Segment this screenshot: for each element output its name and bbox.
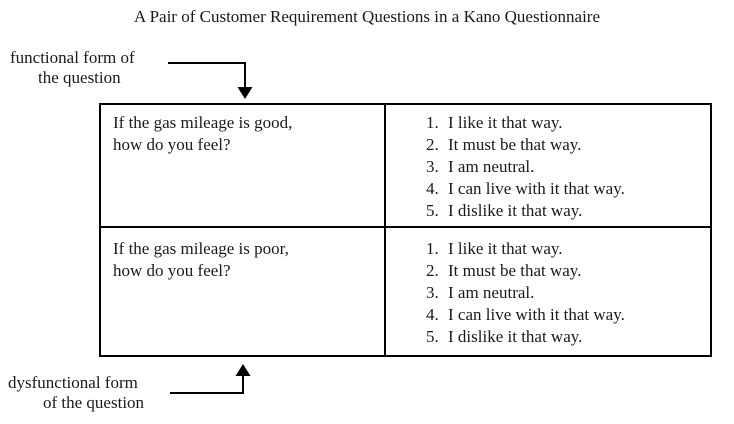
functional-options-cell: 1. I like it that way. 2. It must be tha… [386, 105, 710, 228]
option-item: 3. I am neutral. [426, 156, 710, 178]
functional-form-label-line2: the question [38, 68, 121, 87]
option-number: 5. [426, 201, 439, 220]
question-line: how do you feel? [113, 261, 231, 280]
figure-title: A Pair of Customer Requirement Questions… [134, 7, 600, 26]
option-text: I like it that way. [448, 113, 563, 132]
option-item: 2. It must be that way. [426, 260, 710, 282]
option-text: I dislike it that way. [448, 327, 583, 346]
functional-form-label-line1: functional form of [10, 48, 135, 67]
option-item: 5. I dislike it that way. [426, 200, 710, 222]
option-number: 2. [426, 135, 439, 154]
option-number: 3. [426, 283, 439, 302]
option-number: 5. [426, 327, 439, 346]
option-number: 1. [426, 113, 439, 132]
option-text: It must be that way. [448, 135, 582, 154]
option-number: 2. [426, 261, 439, 280]
option-number: 1. [426, 239, 439, 258]
functional-question-cell: If the gas mileage is good, how do you f… [101, 105, 386, 228]
dysfunctional-options-cell: 1. I like it that way. 2. It must be tha… [386, 228, 710, 355]
question-line: If the gas mileage is poor, [113, 239, 289, 258]
option-number: 3. [426, 157, 439, 176]
option-text: It must be that way. [448, 261, 582, 280]
option-text: I like it that way. [448, 239, 563, 258]
functional-form-label: functional form of the question [10, 48, 135, 88]
option-text: I am neutral. [448, 157, 535, 176]
option-item: 3. I am neutral. [426, 282, 710, 304]
question-line: how do you feel? [113, 135, 231, 154]
dysfunctional-form-label: dysfunctional form of the question [8, 373, 144, 413]
dysfunctional-form-label-line2: of the question [43, 393, 145, 412]
option-item: 1. I like it that way. [426, 238, 710, 260]
questionnaire-table: If the gas mileage is good, how do you f… [99, 103, 712, 357]
option-item: 2. It must be that way. [426, 134, 710, 156]
option-number: 4. [426, 305, 439, 324]
option-item: 4. I can live with it that way. [426, 304, 710, 326]
arrow-up-connector [170, 364, 251, 394]
option-item: 1. I like it that way. [426, 112, 710, 134]
arrow-down-connector [168, 62, 253, 99]
dysfunctional-question-cell: If the gas mileage is poor, how do you f… [101, 228, 386, 355]
option-text: I dislike it that way. [448, 201, 583, 220]
option-text: I can live with it that way. [448, 305, 625, 324]
option-item: 4. I can live with it that way. [426, 178, 710, 200]
option-text: I am neutral. [448, 283, 535, 302]
option-text: I can live with it that way. [448, 179, 625, 198]
question-line: If the gas mileage is good, [113, 113, 293, 132]
option-number: 4. [426, 179, 439, 198]
dysfunctional-form-label-line1: dysfunctional form [8, 373, 138, 392]
option-item: 5. I dislike it that way. [426, 326, 710, 348]
